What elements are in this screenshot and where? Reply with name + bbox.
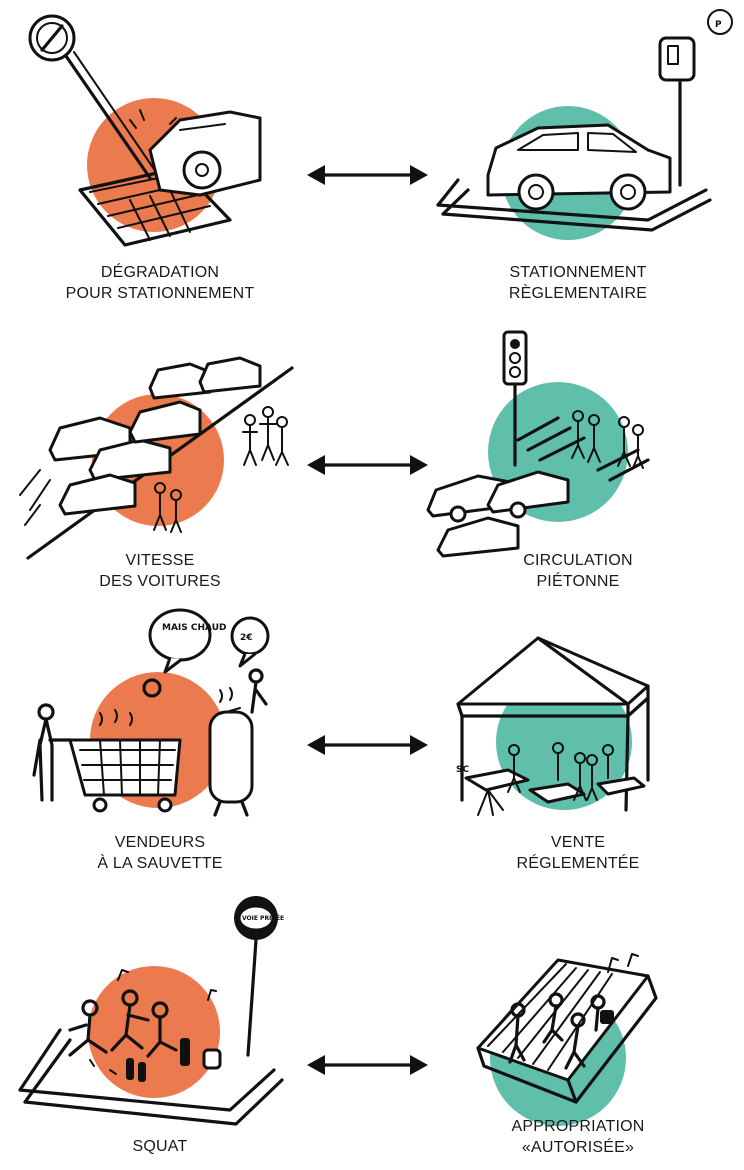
double-arrow-icon (307, 735, 428, 755)
comparison-row-4: VOIE PRIVÉE SQUAT (0, 880, 744, 1170)
cell-vitesse: VITESSE DES VOITURES (19, 300, 294, 590)
comparison-row-2: VITESSE DES VOITURES (0, 300, 744, 590)
cell-squat: VOIE PRIVÉE SQUAT (18, 880, 290, 1170)
authorized-gathering-icon (476, 953, 658, 1126)
double-arrow-icon (307, 1055, 428, 1075)
pedestrian-crossing-icon (426, 330, 650, 558)
cell-stationnement: P STATIONNEMENT RÈGLEMENTAIRE (436, 0, 733, 302)
street-vendor-cart-icon: MAIS CHAUD 2€ (32, 608, 270, 817)
cell-appropriation: APPROPRIATION «AUTORISÉE» (448, 880, 708, 1170)
svg-text:SC: SC (456, 765, 469, 775)
damaged-parking-sign-car-icon (28, 14, 262, 247)
label-line1: CIRCULATION (523, 552, 633, 569)
label-line2: À LA SAUVETTE (97, 855, 223, 872)
label-line2: RÉGLEMENTÉE (516, 855, 640, 872)
squat-group-icon: VOIE PRIVÉE (18, 896, 284, 1126)
sign-text: VOIE PRIVÉE (242, 914, 284, 922)
bubble-text-2: 2€ (240, 633, 253, 643)
double-arrow-icon (307, 165, 428, 185)
label-line2: «AUTORISÉE» (521, 1139, 635, 1156)
label-line1: STATIONNEMENT (509, 264, 647, 281)
market-tent-icon: SC (456, 636, 650, 816)
label-line2: RÈGLEMENTAIRE (508, 285, 648, 302)
label-line1: VENDEURS (114, 834, 206, 851)
label-line2: PIÉTONNE (536, 573, 620, 590)
comparison-row-1: DÉGRADATION POUR STATIONNEMENT P (0, 0, 744, 302)
cell-vendeurs: MAIS CHAUD 2€ (30, 600, 290, 890)
label-line1: VENTE (550, 834, 606, 851)
label-line1: VITESSE (125, 552, 195, 569)
label-line2: POUR STATIONNEMENT (65, 285, 255, 302)
speeding-cars-icon (19, 356, 294, 560)
label-line2: DES VOITURES (99, 573, 221, 590)
comparison-row-3: MAIS CHAUD 2€ (0, 600, 744, 890)
svg-text:P: P (715, 20, 722, 30)
bubble-text-1: MAIS CHAUD (162, 623, 227, 633)
cell-degradation: DÉGRADATION POUR STATIONNEMENT (28, 0, 290, 302)
cell-vente: SC VENTE RÉGLEMENTÉE (448, 600, 708, 890)
cell-circulation: CIRCULATION PIÉTONNE (426, 300, 708, 590)
label-line1: DÉGRADATION (100, 264, 220, 281)
double-arrow-icon (307, 455, 428, 475)
label-line1: SQUAT (132, 1138, 188, 1155)
regulated-parking-car-icon: P (436, 9, 733, 240)
label-line1: APPROPRIATION (511, 1118, 645, 1135)
